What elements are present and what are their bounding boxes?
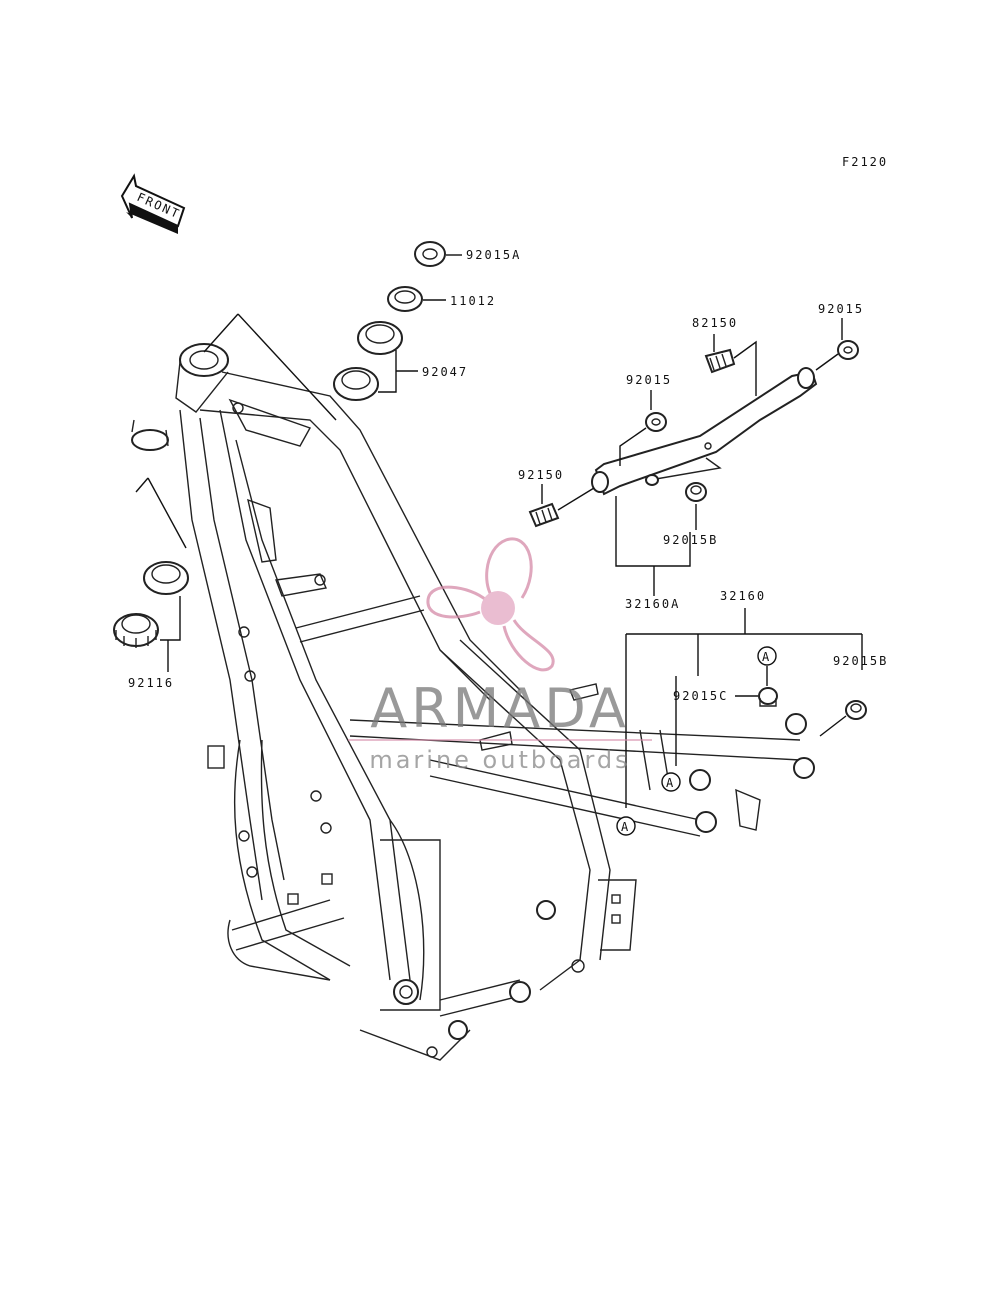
label-32160: 32160 <box>720 589 766 603</box>
label-92015c: 92015C <box>673 689 728 703</box>
svg-text:A: A <box>666 776 675 790</box>
bolt-92150 <box>528 502 560 528</box>
svg-text:A: A <box>621 820 630 834</box>
bearing-92116 <box>113 613 159 648</box>
bearing-race-92116-top <box>143 561 189 595</box>
motorcycle-frame <box>131 343 815 1061</box>
collar-92015b-right <box>845 700 867 720</box>
nut-92015a <box>414 241 446 267</box>
label-92015a: 92015A <box>466 248 521 262</box>
propeller-logo-icon <box>426 537 555 672</box>
callout-a-top: A <box>757 646 777 666</box>
collar-92015b-upper <box>685 482 707 502</box>
armada-watermark: ARMADA marine outboards <box>348 537 652 774</box>
svg-text:A: A <box>762 650 771 664</box>
label-92116: 92116 <box>128 676 174 690</box>
callout-a-bottom: A <box>616 816 636 836</box>
label-92015b-right: 92015B <box>833 654 888 668</box>
washer-11012 <box>387 286 423 312</box>
label-92150: 92150 <box>518 468 564 482</box>
bolt-82150 <box>704 348 736 374</box>
label-92047: 92047 <box>422 365 468 379</box>
callout-a-mid: A <box>661 772 681 792</box>
figure-code: F2120 <box>842 155 888 169</box>
bearing-race-lower-92047 <box>333 367 379 401</box>
label-11012: 11012 <box>450 294 496 308</box>
watermark-tagline: marine outboards <box>369 746 630 774</box>
label-92015-mid: 92015 <box>626 373 672 387</box>
front-arrow-icon: FRONT <box>120 173 186 234</box>
watermark-brand: ARMADA <box>370 677 630 740</box>
bearing-race-upper-92047 <box>357 321 403 355</box>
label-82150: 82150 <box>692 316 738 330</box>
label-32160a: 32160A <box>625 597 680 611</box>
nut-92015-mid <box>645 412 667 432</box>
collar-92015c <box>758 687 778 707</box>
nut-92015-top <box>837 340 859 360</box>
label-92015-top: 92015 <box>818 302 864 316</box>
bracket-32160a <box>591 367 818 496</box>
